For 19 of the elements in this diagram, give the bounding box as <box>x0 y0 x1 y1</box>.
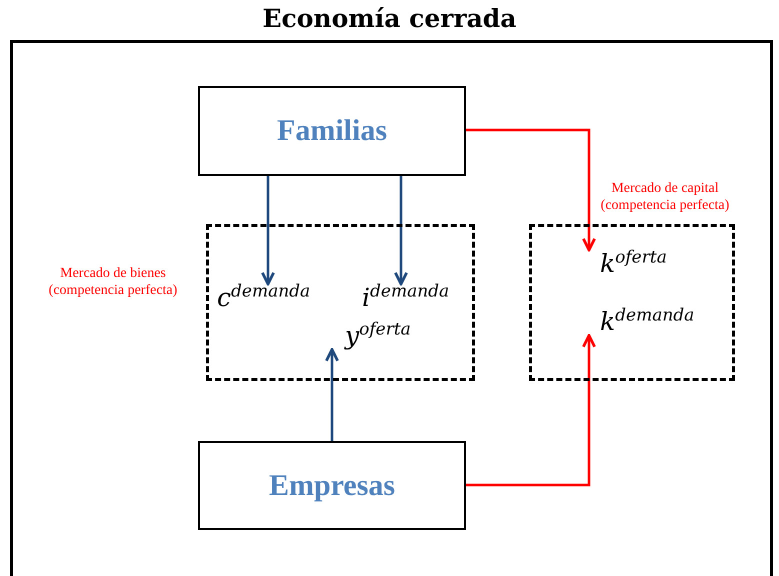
math-term: y$^{oferta}$ <box>327 322 411 350</box>
math-term: c$^{demanda}$ <box>217 284 310 312</box>
math-term: i$^{demanda}$ <box>362 284 450 312</box>
math-term: k$^{oferta}$ <box>584 250 667 278</box>
arrow <box>466 334 596 486</box>
arrow <box>261 176 275 286</box>
market-label: Mercado de bienes (competencia perfecta) <box>48 266 178 300</box>
diagram-title: Economía cerrada <box>261 4 518 33</box>
arrow <box>466 128 596 252</box>
process-box <box>198 441 466 530</box>
market-box <box>529 224 735 381</box>
arrow <box>325 348 339 441</box>
market-label: Mercado de capital (competencia perfecta) <box>600 181 730 215</box>
math-term: k$^{demanda}$ <box>584 308 694 336</box>
arrow <box>394 176 408 286</box>
process-box <box>198 86 466 176</box>
node-label: Familias <box>277 114 387 148</box>
node-label: Empresas <box>268 468 396 502</box>
market-box <box>206 224 475 381</box>
